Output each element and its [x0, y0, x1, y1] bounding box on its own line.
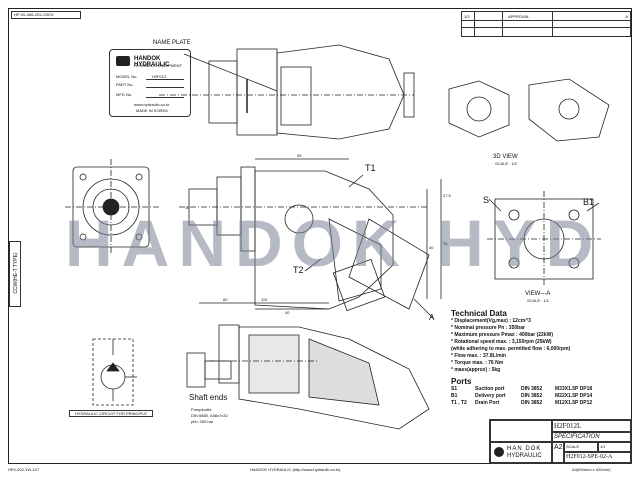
td-line: * Flow max. : 37.8L/min — [451, 353, 507, 359]
shaft-title: Shaft ends — [189, 393, 228, 402]
callout-t2: T2 — [293, 265, 304, 275]
company-line-1: HAN DOK — [507, 446, 542, 452]
dim-115: 115 — [261, 297, 268, 302]
port-std: DIN 3852 — [521, 393, 543, 399]
dim-60: 60 — [223, 297, 228, 302]
port-code: S1 — [451, 386, 458, 392]
port-std: DIN 3852 — [521, 400, 543, 406]
view-a-scale: SCALE : 1/1 — [527, 298, 550, 303]
name-plate-website: www.hydraulic.co.kr — [134, 102, 170, 107]
port-name: Suction port — [475, 386, 505, 392]
port-size: M33X1.5P DP18 — [555, 386, 593, 392]
title-block-scale: SCALE — [564, 442, 598, 452]
port-row: S1 Suction port DIN 3852 M33X1.5P DP18 — [451, 386, 631, 393]
dim-27-5: 27.5 — [443, 193, 451, 198]
technical-data: Technical Data * Displacement(Vg,max) : … — [451, 309, 631, 374]
view-a-label: VIEW---A — [525, 291, 551, 297]
td-line: * Displacement(Vg,max) : 12cm^3 — [451, 318, 531, 324]
port-size: M22X1.5P DP14 — [555, 393, 593, 399]
port-name: Delivery port — [475, 393, 506, 399]
title-block-company: HAN DOK HYDRAULIC — [490, 442, 552, 464]
callout-t1: T1 — [365, 163, 376, 173]
company-logo — [494, 447, 504, 457]
technical-data-title: Technical Data — [451, 309, 507, 318]
part-label: PART No. — [116, 82, 134, 87]
revision-col-a: 1/2 — [464, 14, 470, 19]
view-3d-label: 3D VIEW — [493, 154, 518, 160]
callout-a: A — [429, 313, 435, 322]
td-line: * Maximum pressure Pmax : 400bar (22kW) — [451, 332, 553, 338]
view-3d-scale: SCALE : 1/2 — [495, 161, 518, 166]
port-row: T1 , T2 Drain Port DIN 3852 M12X1.5P DP1… — [451, 400, 631, 407]
title-block-signoff — [490, 420, 552, 442]
callout-s: S — [483, 195, 490, 205]
dim-14: 14 — [185, 205, 190, 210]
name-plate-callout: NAME PLATE — [153, 40, 191, 46]
side-label-box: CCW(HE-T TYPE) — [9, 241, 21, 307]
title-block-drawing-no: H2F012-SPE-02-A — [564, 452, 632, 464]
port-size: M12X1.5P DP12 — [555, 400, 593, 406]
name-plate-made-in: MADE IN KOREA — [136, 108, 168, 113]
handok-logo — [116, 56, 130, 66]
corner-code: A — [625, 14, 628, 19]
title-block-model: H2F012L — [552, 420, 632, 432]
dim-74: 74 — [443, 241, 448, 246]
title-block-doc-type: SPECIFICATION — [552, 432, 632, 442]
revision-col-b: APPROVAL — [508, 14, 530, 19]
td-line: * Nominal pressure Pn : 350bar — [451, 325, 525, 331]
callout-b1: B1 — [583, 197, 595, 207]
port-code: T1 , T2 — [451, 400, 467, 406]
footer-right: A3(594mm x 420mm) — [572, 467, 611, 472]
td-line: (while adhering to max. permitted flow :… — [451, 346, 571, 352]
dim-40-bottom: 40 — [285, 310, 290, 315]
td-line: * mass(approx) : 5kg — [451, 367, 501, 373]
footer-center: HANDOK HYDRAULIC (http://www.hydraulic.c… — [250, 467, 341, 472]
model-label: MODEL No. — [116, 74, 138, 79]
revision-table: 1/2 APPROVAL A — [461, 11, 631, 37]
watermark: HANDOK HYD — [65, 206, 603, 280]
title-block-sheet: 1/1 — [598, 442, 632, 452]
dim-40-right: 40 — [429, 245, 434, 250]
title-block: H2F012L SPECIFICATION HAN DOK HYDRAULIC … — [489, 419, 632, 464]
drawing-code-box: HP-00-3d5-2D1-03CH — [11, 11, 81, 19]
ports-table: Ports S1 Suction port DIN 3852 M33X1.5P … — [451, 377, 631, 407]
name-plate: HANDOK HYDRAULIC HYDRAULIC EQUIPMENT MOD… — [109, 49, 191, 117]
td-line: * Rotational speed max. : 3,150rpm (25kW… — [451, 339, 552, 345]
drawing-code: HP-00-3d5-2D1-03CH — [14, 12, 54, 17]
port-std: DIN 3852 — [521, 386, 543, 392]
shaft-line-1: Pumpfunfte — [191, 407, 212, 412]
shaft-line-3: pN= 350 bar — [191, 419, 214, 424]
footer-left: HP4-002-1W-107 — [8, 467, 40, 472]
shaft-line-2: DIN 6885, A58x7x32 — [191, 413, 228, 418]
title-block-size: A2 — [552, 442, 564, 464]
ports-title: Ports — [451, 377, 472, 386]
drawing-sheet: HP-00-3d5-2D1-03CH 1/2 APPROVAL A CCW(HE… — [8, 8, 632, 464]
port-code: B1 — [451, 393, 458, 399]
model-value: H2F012 — [152, 74, 167, 79]
dim-95: 95 — [297, 153, 302, 158]
td-line: * Torque max. : 76 Nm — [451, 360, 504, 366]
mfg-label: MFG No. — [116, 92, 133, 97]
port-name: Drain Port — [475, 400, 500, 406]
circuit-label: HYDRAULIC CIRCUIT FOR PRINCIPLE — [69, 410, 153, 417]
name-plate-brand: HANDOK HYDRAULIC — [134, 56, 170, 68]
port-row: B1 Delivery port DIN 3852 M22X1.5P DP14 — [451, 393, 631, 400]
technical-drawing — [65, 44, 610, 430]
company-line-2: HYDRAULIC — [507, 453, 542, 459]
name-plate-subtitle: HYDRAULIC EQUIPMENT — [134, 63, 183, 68]
